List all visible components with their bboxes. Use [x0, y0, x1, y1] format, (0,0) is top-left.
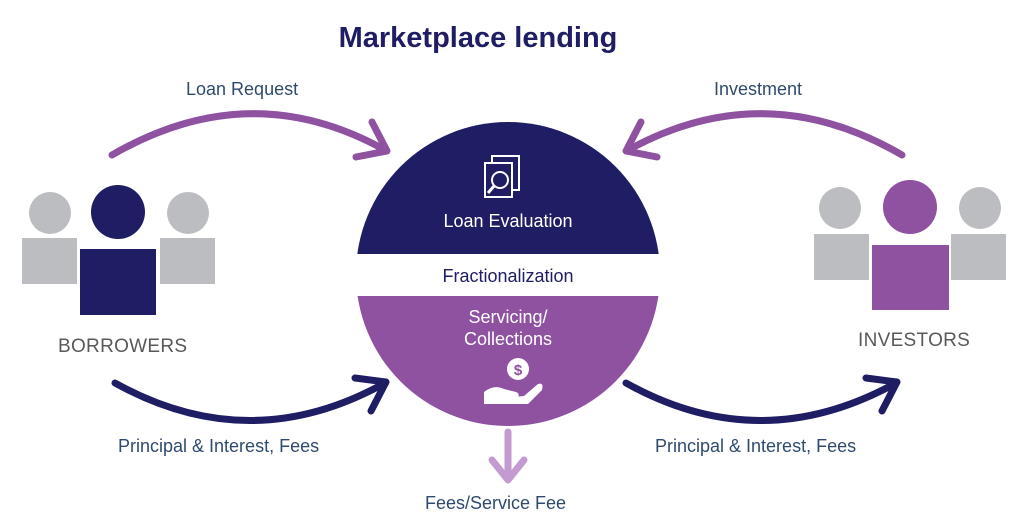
fees-label: Fees/Service Fee: [425, 493, 567, 513]
svg-text:$: $: [514, 362, 523, 379]
borrowers-label: BORROWERS: [58, 336, 188, 357]
fractionalization-label: Fractionalization: [442, 266, 574, 286]
loan-request-label: Loan Request: [186, 79, 299, 99]
principal-interest-left-label: Principal & Interest, Fees: [118, 436, 320, 456]
principal-interest-right-arrow: [622, 374, 901, 424]
principal-interest-left-arrow: [111, 374, 390, 424]
borrowers-icon: [22, 185, 215, 315]
fees-arrow: [488, 428, 528, 484]
document-search-icon: [484, 155, 520, 198]
investment-arrow: [622, 110, 906, 161]
investors-icon: [814, 180, 1006, 310]
hand-coin-icon: $: [484, 358, 543, 404]
investors-label: INVESTORS: [858, 330, 971, 351]
investment-label: Investment: [714, 79, 803, 99]
principal-interest-right-label: Principal & Interest, Fees: [655, 436, 857, 456]
servicing-label: Servicing/: [468, 307, 548, 327]
loan-evaluation-label: Loan Evaluation: [443, 211, 573, 231]
diagram-title: Marketplace lending: [338, 22, 618, 54]
collections-label: Collections: [463, 329, 553, 349]
loan-request-arrow: [108, 110, 391, 161]
